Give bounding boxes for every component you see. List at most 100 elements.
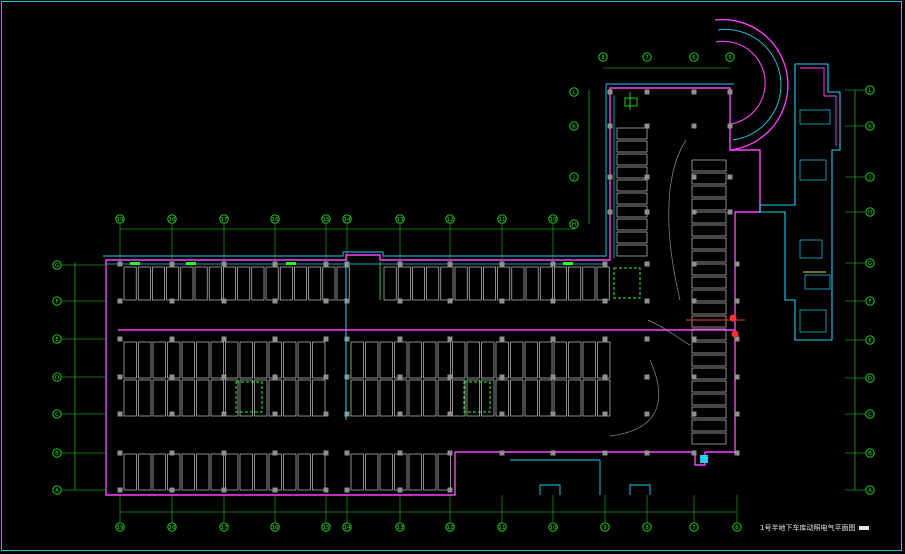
- stall-north-west: [265, 266, 279, 301]
- structural-column: [344, 298, 350, 304]
- stall-middle-upper-west: [167, 341, 181, 379]
- stall-middle-upper-east: [568, 341, 582, 379]
- structural-column: [691, 261, 697, 267]
- top-axis-bubble-circle: [497, 214, 507, 224]
- stall-south-west: [283, 453, 297, 491]
- stall-middle-lower-west: [210, 379, 224, 417]
- stall-wing-east: [691, 289, 727, 302]
- stall-north-west: [294, 266, 307, 301]
- stall-south-east: [365, 453, 379, 491]
- wing-column: [727, 123, 733, 129]
- left-axis-bubble-label: F: [55, 299, 58, 305]
- top-axis-bubble-circle: [445, 214, 455, 224]
- stall-north-west: [308, 266, 322, 301]
- wing-axis-bubble-circle: [689, 52, 699, 62]
- stall-middle-upper-west: [152, 341, 166, 379]
- top-axis-bubble-label: 18: [169, 217, 176, 223]
- stall-north-west: [223, 266, 236, 301]
- left-axis-bubble-circle: [52, 260, 62, 270]
- structural-column: [272, 298, 278, 304]
- stall-middle-lower-west: [297, 379, 311, 417]
- bottom-axis-bubble-label: 16: [272, 525, 279, 531]
- stall-middle-upper-west: [254, 341, 268, 379]
- structural-column: [169, 374, 175, 380]
- structural-column: [272, 261, 278, 267]
- left-axis-bubble-circle: [52, 409, 62, 419]
- wing-axis-bubble-label: 8: [601, 55, 605, 61]
- annex-room: [799, 159, 827, 181]
- wing-column: [691, 209, 697, 215]
- structural-column: [447, 298, 453, 304]
- stall-middle-upper-east: [553, 341, 567, 379]
- stall-middle-lower-west: [239, 379, 253, 417]
- right-axis-bubble-label: J: [868, 175, 871, 181]
- structural-column: [602, 450, 608, 456]
- structural-column: [447, 450, 453, 456]
- stall-wing-east: [691, 315, 727, 328]
- stall-south-west: [268, 453, 282, 491]
- ramp-outer-curve: [714, 18, 789, 151]
- top-axis-bubble-circle: [115, 214, 125, 224]
- right-axis-bubble-label: E: [868, 338, 872, 344]
- structural-column: [691, 336, 697, 342]
- stall-wing-west: [616, 205, 648, 218]
- structural-column: [397, 487, 403, 493]
- stall-middle-lower-east: [466, 379, 480, 417]
- stall-middle-upper-west: [123, 341, 137, 379]
- annex-outer-wall: [759, 63, 841, 341]
- right-axis-bubble-label: D: [868, 376, 872, 382]
- wing-axis-bubble-circle: [598, 52, 608, 62]
- stall-middle-lower-east: [379, 379, 393, 417]
- top-axis-bubble-label: 15: [323, 217, 330, 223]
- stall-north-east: [397, 266, 411, 301]
- annex-room: [799, 239, 823, 259]
- stall-middle-upper-east: [350, 341, 364, 379]
- stall-north-east: [511, 266, 525, 301]
- stall-south-west: [239, 453, 253, 491]
- structural-column: [499, 261, 505, 267]
- right-axis-bubble-label: K: [868, 124, 872, 130]
- stall-middle-lower-west: [138, 379, 152, 417]
- wing-row-bubble-circle: [569, 172, 579, 182]
- stall-middle-lower-east: [437, 379, 451, 417]
- stall-middle-lower-west: [312, 379, 326, 417]
- stall-middle-upper-east: [394, 341, 408, 379]
- top-axis-bubble-label: 14: [344, 217, 351, 223]
- structural-column: [169, 487, 175, 493]
- stall-wing-east: [691, 263, 727, 276]
- structural-column: [344, 261, 350, 267]
- bottom-axis-bubble-label: 14: [344, 525, 351, 531]
- structural-column: [644, 411, 650, 417]
- annex-room: [804, 274, 831, 290]
- bottom-axis-bubble-circle: [689, 522, 699, 532]
- stall-wing-east: [691, 211, 727, 224]
- stall-middle-lower-west: [268, 379, 282, 417]
- structural-column: [734, 411, 740, 417]
- right-axis-bubble-label: H: [868, 210, 872, 216]
- stall-middle-lower-east: [539, 379, 553, 417]
- right-axis-bubble-circle: [865, 409, 875, 419]
- structural-column: [117, 261, 123, 267]
- structural-column: [499, 411, 505, 417]
- bottom-axis-bubble-circle: [219, 522, 229, 532]
- wing-column: [691, 123, 697, 129]
- structural-column: [644, 374, 650, 380]
- stall-south-west: [312, 453, 326, 491]
- wing-panel: [624, 97, 638, 107]
- stall-middle-lower-east: [568, 379, 582, 417]
- stall-north-east: [412, 266, 425, 301]
- bottom-axis-bubble-label: 9: [603, 525, 607, 531]
- stall-middle-lower-east: [350, 379, 364, 417]
- top-axis-bubble-circle: [167, 214, 177, 224]
- wing-row-bubble-label: L: [572, 90, 576, 96]
- stall-middle-lower-west: [167, 379, 181, 417]
- top-axis-bubble-label: 19: [117, 217, 124, 223]
- exit-sign: [286, 262, 296, 265]
- stall-south-west: [297, 453, 311, 491]
- stall-south-west: [167, 453, 181, 491]
- stall-north-east: [440, 266, 454, 301]
- stall-wing-west: [616, 244, 648, 257]
- exhaust-fan-zone-east: [463, 381, 491, 413]
- right-axis-bubble-circle: [865, 448, 875, 458]
